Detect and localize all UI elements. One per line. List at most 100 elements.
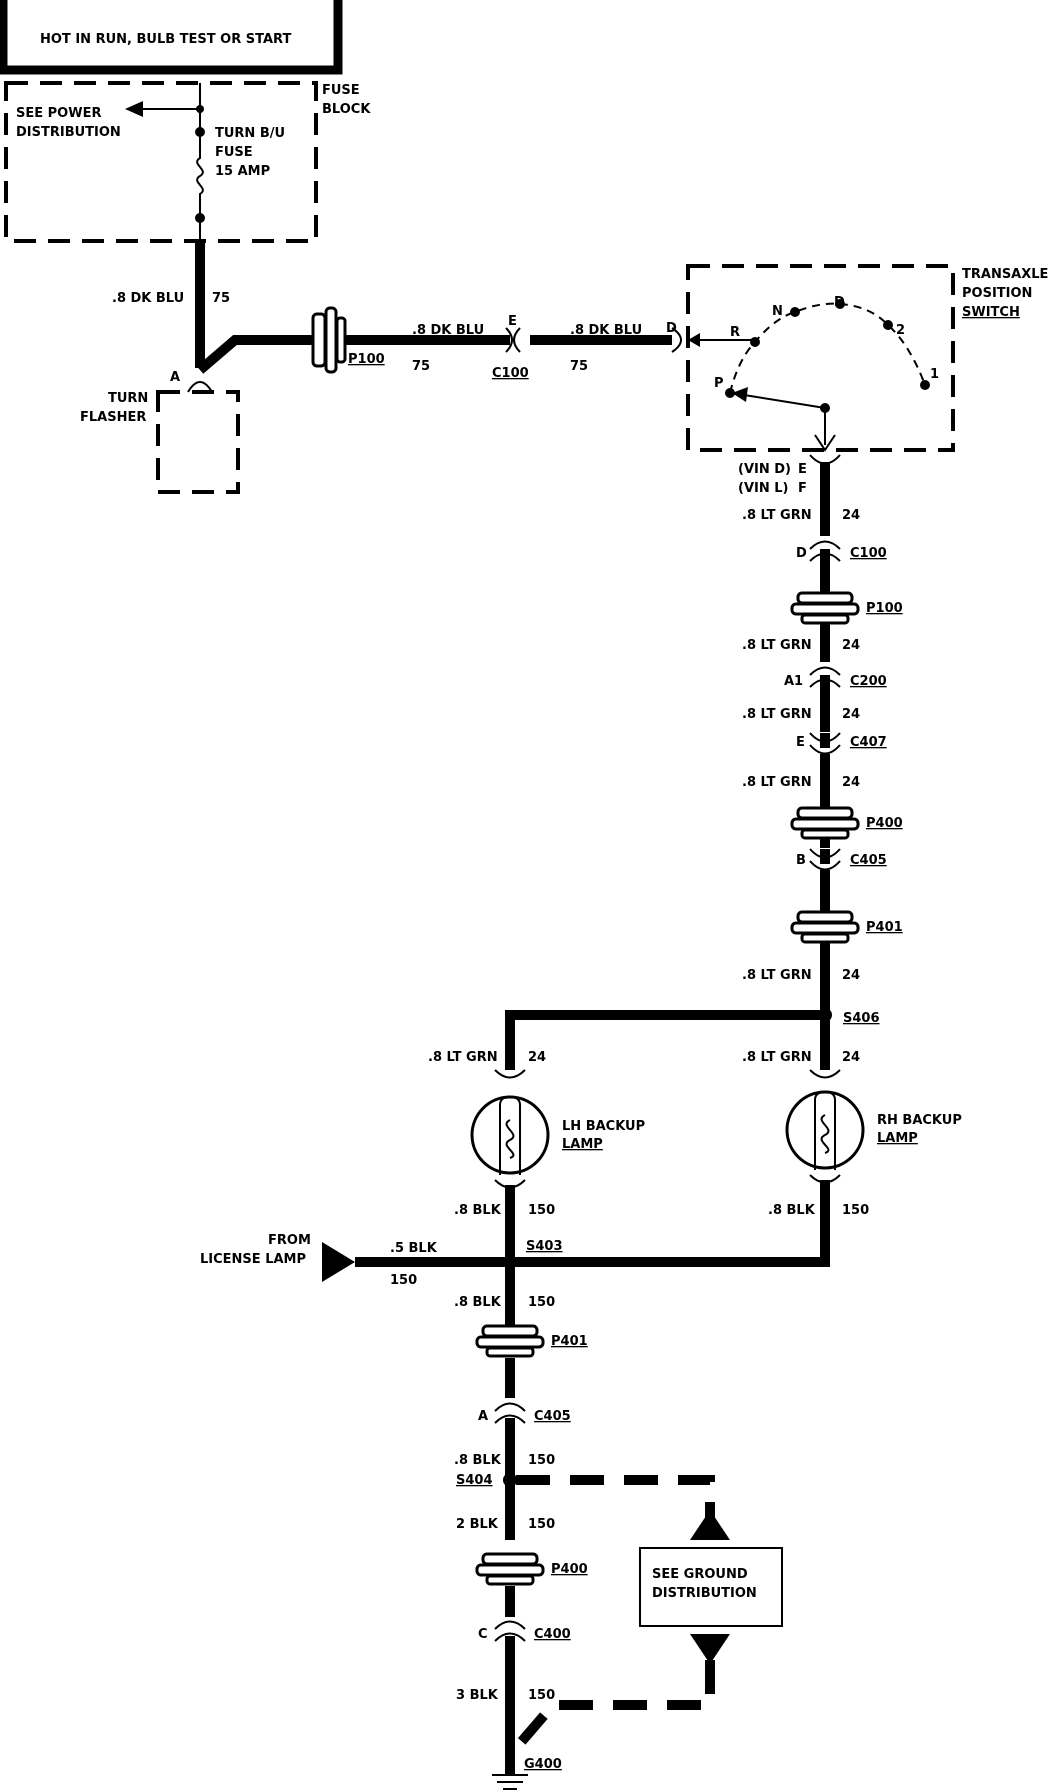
arrow-left-icon [125,101,143,117]
p400-left-label: P400 [551,1562,588,1577]
wire-label-dkblu-2: .8 DK BLU [412,323,484,338]
vin-d-label: (VIN D) [738,462,791,477]
c400-connector: C C400 [478,1620,571,1642]
s406-label: S406 [843,1011,880,1026]
wire-label-ltgrn-2: .8 LT GRN [742,638,812,653]
c405-right-connector: B C405 [796,848,887,871]
switch-pos-p: P [714,376,724,391]
vin-l-pin: F [798,481,807,496]
wire-label-blk-4: .8 BLK [454,1453,502,1468]
turn-flasher-pin: A [170,370,180,385]
switch-pos-d: D [834,295,845,310]
wire-circuit-75-1: 75 [212,291,230,306]
c405-right-label: C405 [850,853,887,868]
triangle-up-icon [690,1510,730,1540]
fuse-block: FUSE BLOCK SEE POWER DISTRIBUTION TURN B… [4,81,371,243]
p100-right-connector: P100 [790,591,903,625]
wire-label-ltgrn-3: .8 LT GRN [742,707,812,722]
wire-circuit-150-1: 150 [528,1203,555,1218]
c200-connector: A1 C200 [784,662,887,689]
wire-label-ltgrn-4: .8 LT GRN [742,775,812,790]
lh-lamp-label-2: LAMP [562,1137,603,1152]
c405-left-pin: A [478,1409,488,1424]
vin-d-pin: E [798,462,807,477]
s403-label: S403 [526,1239,563,1254]
turn-flasher-label-2: FLASHER [80,410,146,425]
wire-circuit-75-2: 75 [412,359,430,374]
p100-left-label: P100 [348,352,385,367]
wire-label-ltgrn-1: .8 LT GRN [742,508,812,523]
p401-left-connector: P401 [475,1324,588,1358]
fuse-label-1: TURN B/U [215,126,285,141]
wire-label-dkblu-3: .8 DK BLU [570,323,642,338]
c407-connector: E C407 [796,732,887,755]
transaxle-label-2: POSITION [962,286,1032,301]
p100-left-connector: P100 [311,306,385,374]
triangle-down-icon [690,1634,730,1664]
wire-circuit-150-6: 150 [528,1517,555,1532]
p400-left-connector: P400 [475,1552,588,1586]
wire-circuit-24-6: 24 [528,1050,546,1065]
switch-pos-r: R [730,325,740,340]
c405-left-connector: A C405 [478,1402,571,1424]
vin-l-label: (VIN L) [738,481,788,496]
ground-g400: G400 [492,1757,562,1790]
wire-circuit-24-1: 24 [842,508,860,523]
p400-right-label: P400 [866,816,903,831]
rh-backup-lamp: RH BACKUP LAMP [785,1069,962,1184]
wire-label-blk-7: 3 BLK [456,1688,499,1703]
wire-circuit-24-4: 24 [842,775,860,790]
g400-label: G400 [524,1757,562,1772]
transaxle-position-switch: TRANSAXLE POSITION SWITCH D R N D 2 1 P [666,264,1048,465]
c407-pin: E [796,735,805,750]
c400-pin: C [478,1627,488,1642]
wire-label-ltgrn-7: .8 LT GRN [742,1050,812,1065]
wire-circuit-150-4: 150 [528,1295,555,1310]
fuse-label-2: FUSE [215,145,253,160]
bulb-icon [505,1119,515,1159]
wire-circuit-75-3: 75 [570,359,588,374]
c100-left-label: C100 [492,366,529,381]
license-label-2: LICENSE LAMP [200,1252,306,1267]
c405-right-pin: B [796,853,806,868]
c400-label: C400 [534,1627,571,1642]
see-power-label-2: DISTRIBUTION [16,125,121,140]
wire-circuit-24-2: 24 [842,638,860,653]
wire-circuit-24-3: 24 [842,707,860,722]
fuse-label-3: 15 AMP [215,164,270,179]
fuse-block-title-2: BLOCK [322,102,371,117]
wire-circuit-150-2: 150 [842,1203,869,1218]
wire-circuit-24-5: 24 [842,968,860,983]
c100-left-connector: E C100 [492,314,529,381]
p400-right-connector: P400 [790,806,903,840]
arrow-right-icon [322,1242,355,1282]
rh-lamp-label-2: LAMP [877,1131,918,1146]
wire-circuit-150-7: 150 [528,1688,555,1703]
s404-label: S404 [456,1473,493,1488]
switch-pos-2: 2 [896,323,905,338]
p401-right-connector: P401 [790,910,903,944]
transaxle-label-1: TRANSAXLE [962,267,1048,282]
bulb-icon [820,1114,830,1154]
fuse-icon [196,132,204,218]
c100-right-connector: D C100 [796,536,887,562]
p100-right-label: P100 [866,601,903,616]
c100-pin-e: E [508,314,517,329]
wire-label-dkblu-1: .8 DK BLU [112,291,184,306]
c407-label: C407 [850,735,887,750]
wire-label-ltgrn-6: .8 LT GRN [428,1050,498,1065]
wire-label-ltgrn-5: .8 LT GRN [742,968,812,983]
turn-flasher: TURN FLASHER A [80,370,240,494]
fuse-block-title-1: FUSE [322,83,360,98]
wire-label-blk-2: .8 BLK [768,1203,816,1218]
lh-lamp-label-1: LH BACKUP [562,1119,645,1134]
c405-left-label: C405 [534,1409,571,1424]
wire-circuit-150-5: 150 [528,1453,555,1468]
wire-label-blk-3: .8 BLK [454,1295,502,1310]
header-label: HOT IN RUN, BULB TEST OR START [40,32,291,47]
c100-right-label: C100 [850,546,887,561]
license-label-1: FROM [268,1233,311,1248]
c200-pin: A1 [784,674,803,689]
turn-flasher-label-1: TURN [108,391,148,406]
